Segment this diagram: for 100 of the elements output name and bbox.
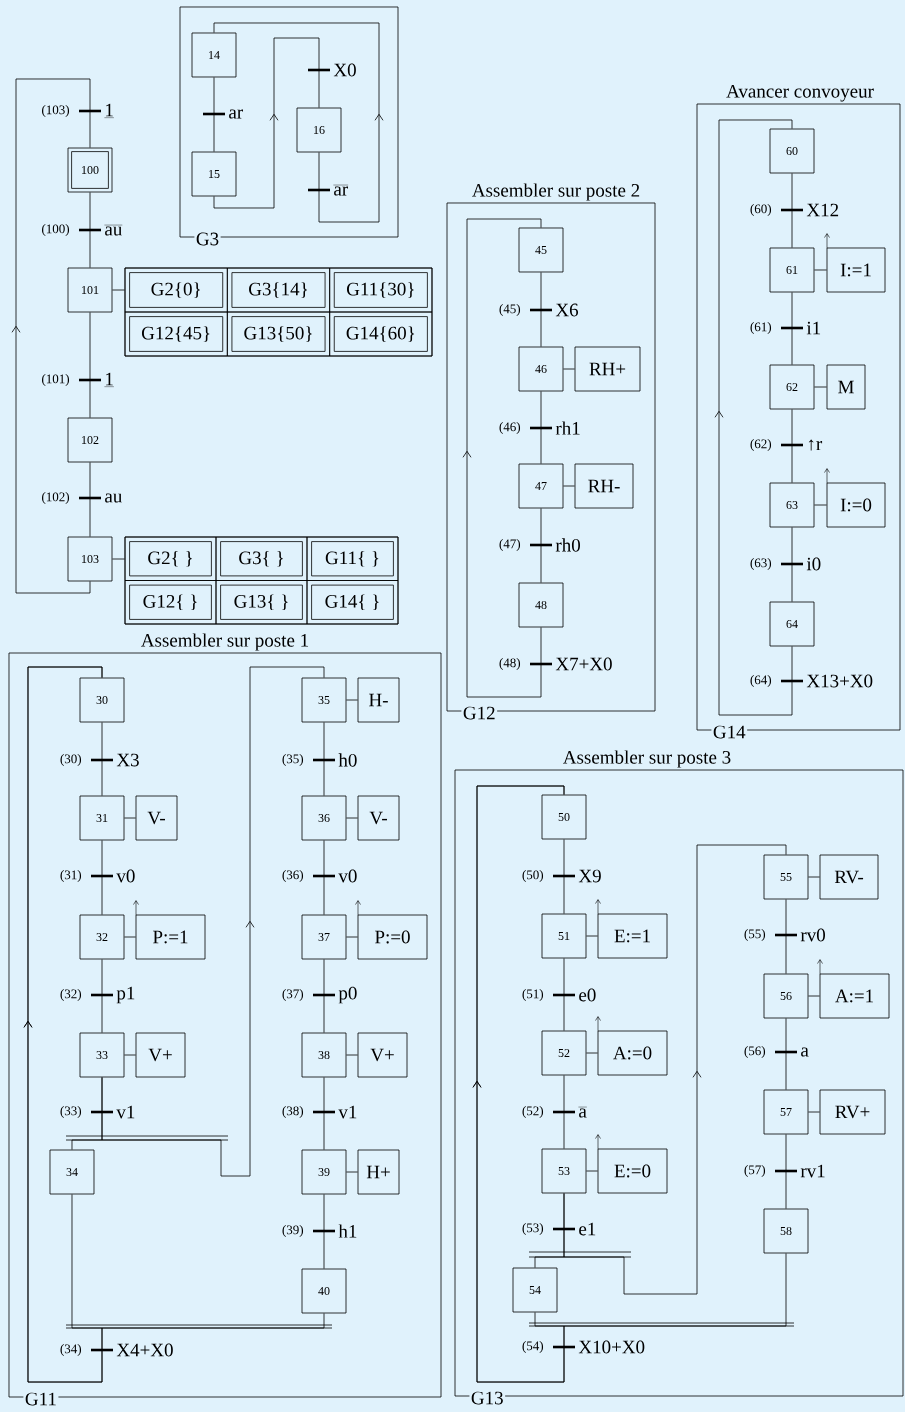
action-box: H+: [357, 1149, 400, 1195]
forcing-order-box: G3{14}: [226, 267, 331, 313]
step-box: 64: [769, 601, 815, 647]
link-line: [346, 817, 358, 819]
step-box: 102: [67, 417, 113, 463]
forcing-order-box: G14{60}: [329, 311, 433, 357]
step-box: 36: [301, 795, 347, 841]
link-line: [346, 699, 358, 701]
transition-number: (38): [282, 1106, 304, 1118]
transition-number: (100): [42, 224, 70, 236]
partition-label: G14: [711, 724, 748, 740]
link-line: [101, 959, 103, 1033]
link-line: [112, 558, 125, 560]
step-box: 32: [79, 914, 125, 960]
step-box: 47: [518, 463, 564, 509]
action-box: M: [826, 364, 866, 410]
step-box: 38: [301, 1032, 347, 1078]
link-line: [586, 935, 598, 937]
action-box: RV+: [819, 1089, 886, 1135]
action-box: I:=1: [826, 247, 886, 293]
partition-title: Assembler sur poste 3: [563, 750, 731, 768]
step-box: 63: [769, 482, 815, 528]
step-box: 60: [769, 128, 815, 174]
forcing-order-box: G11{30}: [329, 267, 433, 313]
link-line: [785, 1134, 787, 1209]
step-box: 30: [79, 677, 125, 723]
partition-title: Assembler sur poste 2: [472, 183, 640, 201]
link-line: [101, 840, 103, 915]
action-box: E:=0: [597, 1148, 668, 1194]
step-box: 37: [301, 914, 347, 960]
transition-number: (61): [750, 322, 772, 334]
partition-title: Avancer convoyeur: [726, 84, 874, 102]
action-box: RV-: [819, 854, 879, 900]
link-line: [89, 462, 91, 537]
step-box: 58: [763, 1208, 809, 1254]
transition-number: (62): [750, 439, 772, 451]
partition-label: G13: [469, 1390, 506, 1406]
link-line: [563, 485, 575, 487]
link-line: [323, 840, 325, 915]
action-box: RH+: [574, 346, 641, 392]
link-line: [124, 936, 136, 938]
action-box: V+: [357, 1032, 408, 1078]
link-line: [791, 527, 793, 602]
partition-title: Assembler sur poste 1: [141, 633, 309, 651]
link-line: [346, 1171, 358, 1173]
step-box: 39: [301, 1149, 347, 1195]
action-box: H-: [357, 677, 400, 723]
partition-label: G3: [194, 231, 221, 247]
link-line: [89, 192, 91, 268]
edge-label: rh0: [554, 537, 582, 553]
step-box: 35: [301, 677, 347, 723]
step-box: 15: [191, 151, 237, 197]
link-line: [124, 817, 136, 819]
transition-number: (57): [744, 1165, 766, 1177]
step-box: 14: [191, 32, 237, 78]
step-box: 101: [67, 267, 113, 313]
step-box: 62: [769, 364, 815, 410]
link-line: [540, 391, 542, 464]
transition-number: (31): [60, 870, 82, 882]
forcing-order-box: G13{ }: [215, 580, 308, 625]
step-box: 31: [79, 795, 125, 841]
link-line: [323, 1194, 325, 1269]
transition-number: (48): [499, 658, 521, 670]
forcing-order-box: G12{ }: [124, 580, 217, 625]
link-line: [540, 508, 542, 583]
forcing-order-box: G12{45}: [124, 311, 228, 357]
link-line: [814, 386, 827, 388]
step-box: 103: [67, 536, 113, 582]
action-box: V-: [357, 795, 400, 841]
edge-label: h0: [337, 752, 359, 768]
transition-number: (55): [744, 929, 766, 941]
link-line: [563, 839, 565, 914]
forcing-order-box: G14{ }: [306, 580, 399, 625]
partition-label: G12: [461, 705, 498, 721]
action-box: E:=1: [597, 913, 668, 959]
link-line: [323, 1077, 325, 1150]
step-box: 52: [541, 1030, 587, 1076]
step-box: 50: [541, 794, 587, 840]
edge-label: ar: [332, 183, 350, 197]
transition-number: (39): [282, 1225, 304, 1237]
link-line: [785, 1018, 787, 1090]
action-box: V+: [135, 1032, 186, 1078]
step-box: 40: [301, 1268, 347, 1314]
step-box: 33: [79, 1032, 125, 1078]
step-box: 53: [541, 1148, 587, 1194]
transition-number: (50): [522, 870, 544, 882]
transition-number: (103): [42, 105, 70, 117]
transition-number: (63): [750, 558, 772, 570]
transition-number: (60): [750, 204, 772, 216]
transition-number: (56): [744, 1046, 766, 1058]
edge-label: au: [103, 223, 124, 237]
edge-label: a: [799, 1046, 810, 1058]
transition-number: (51): [522, 989, 544, 1001]
edge-label: h1: [337, 1223, 359, 1239]
link-line: [586, 1052, 598, 1054]
step-box: 16: [296, 107, 342, 153]
transition-number: (33): [60, 1106, 82, 1118]
link-line: [346, 936, 358, 938]
transition-number: (102): [42, 492, 70, 504]
transition-number: (46): [499, 422, 521, 434]
